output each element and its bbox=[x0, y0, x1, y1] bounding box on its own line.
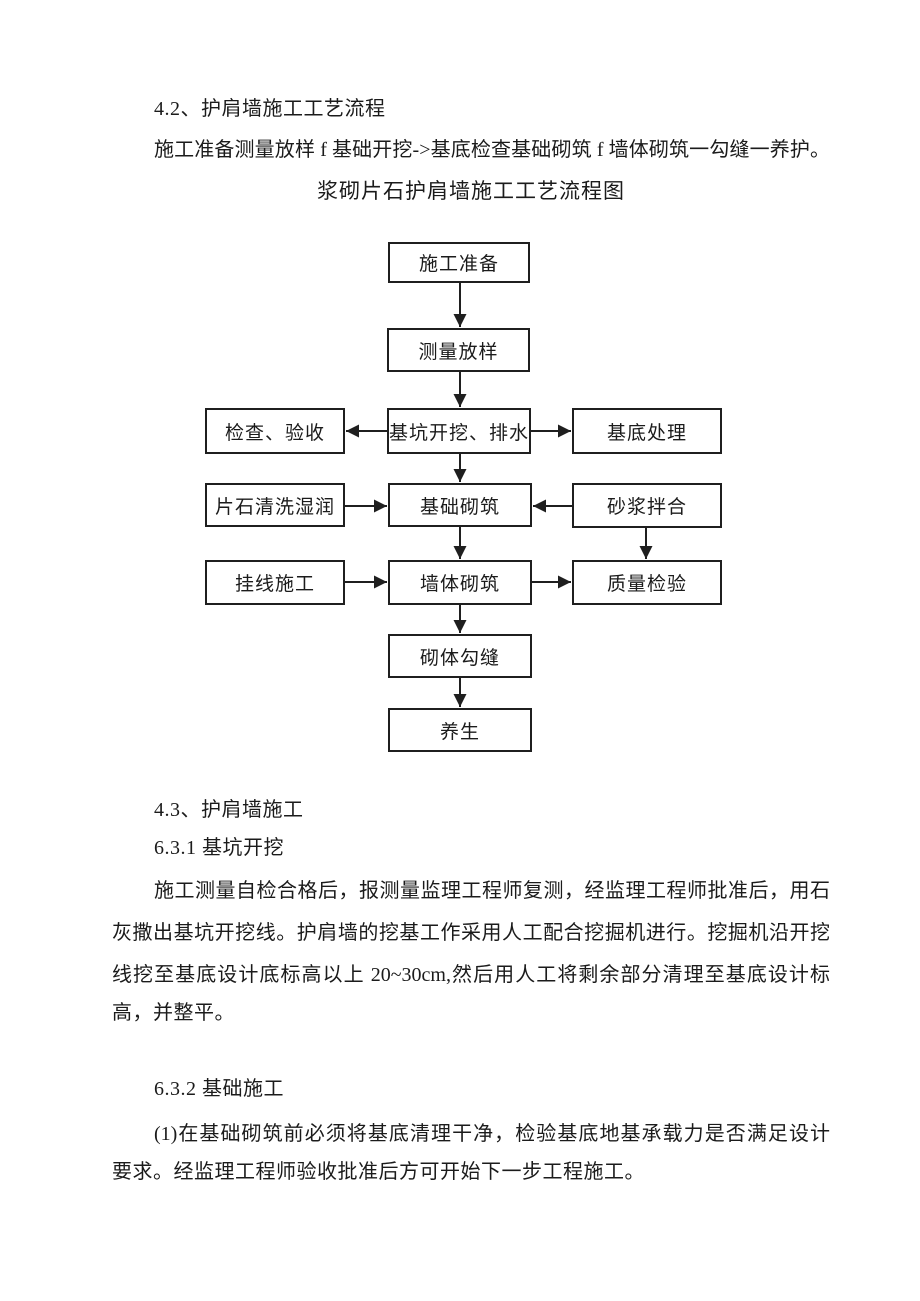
flow-node-line-hanging: 挂线施工 bbox=[205, 560, 345, 605]
flow-node-curing: 养生 bbox=[388, 708, 532, 752]
paragraph-6-3-1-line-2: 灰撒出基坑开挖线。护肩墙的挖基工作采用人工配合挖掘机进行。挖掘机沿开挖 bbox=[112, 922, 830, 944]
paragraph-6-3-1-line-3: 线挖至基底设计底标高以上 20~30cm,然后用人工将剩余部分清理至基底设计标 bbox=[112, 964, 830, 986]
flow-node-mortar-mixing: 砂浆拌合 bbox=[572, 483, 722, 528]
flow-node-stone-washing: 片石清洗湿润 bbox=[205, 483, 345, 527]
heading-4-3: 4.3、护肩墙施工 bbox=[154, 799, 304, 821]
flow-node-quality-inspection: 质量检验 bbox=[572, 560, 722, 605]
flow-node-foundation-masonry: 基础砌筑 bbox=[388, 483, 532, 527]
flowchart-diagram: 施工准备 测量放样 检查、验收 基坑开挖、排水 基底处理 片石清洗湿润 基础砌筑… bbox=[0, 230, 920, 760]
paragraph-4-2: 施工准备测量放样 f 基础开挖->基底检查基础砌筑 f 墙体砌筑一勾缝一养护。 bbox=[154, 139, 830, 161]
flow-node-pit-excavation-drainage: 基坑开挖、排水 bbox=[387, 408, 531, 454]
heading-6-3-2: 6.3.2 基础施工 bbox=[154, 1078, 284, 1100]
paragraph-6-3-2-line-1: (1)在基础砌筑前必须将基底清理干净，检验基底地基承载力是否满足设计 bbox=[154, 1123, 830, 1145]
flow-node-base-treatment: 基底处理 bbox=[572, 408, 722, 454]
flowchart-arrows bbox=[345, 283, 653, 707]
heading-4-2: 4.2、护肩墙施工工艺流程 bbox=[154, 98, 386, 120]
flowchart-title: 浆砌片石护肩墙施工工艺流程图 bbox=[317, 179, 625, 203]
paragraph-6-3-2-line-2: 要求。经监理工程师验收批准后方可开始下一步工程施工。 bbox=[112, 1161, 645, 1183]
paragraph-6-3-1-line-4: 高，并整平。 bbox=[112, 1002, 235, 1024]
flow-node-wall-masonry: 墙体砌筑 bbox=[388, 560, 532, 605]
flow-node-masonry-jointing: 砌体勾缝 bbox=[388, 634, 532, 678]
paragraph-6-3-1-line-1: 施工测量自检合格后，报测量监理工程师复测，经监理工程师批准后，用石 bbox=[154, 880, 830, 902]
flow-node-check-accept: 检查、验收 bbox=[205, 408, 345, 454]
flow-node-preparation: 施工准备 bbox=[388, 242, 530, 283]
flow-node-survey-layout: 测量放样 bbox=[387, 328, 530, 372]
heading-6-3-1: 6.3.1 基坑开挖 bbox=[154, 837, 284, 859]
